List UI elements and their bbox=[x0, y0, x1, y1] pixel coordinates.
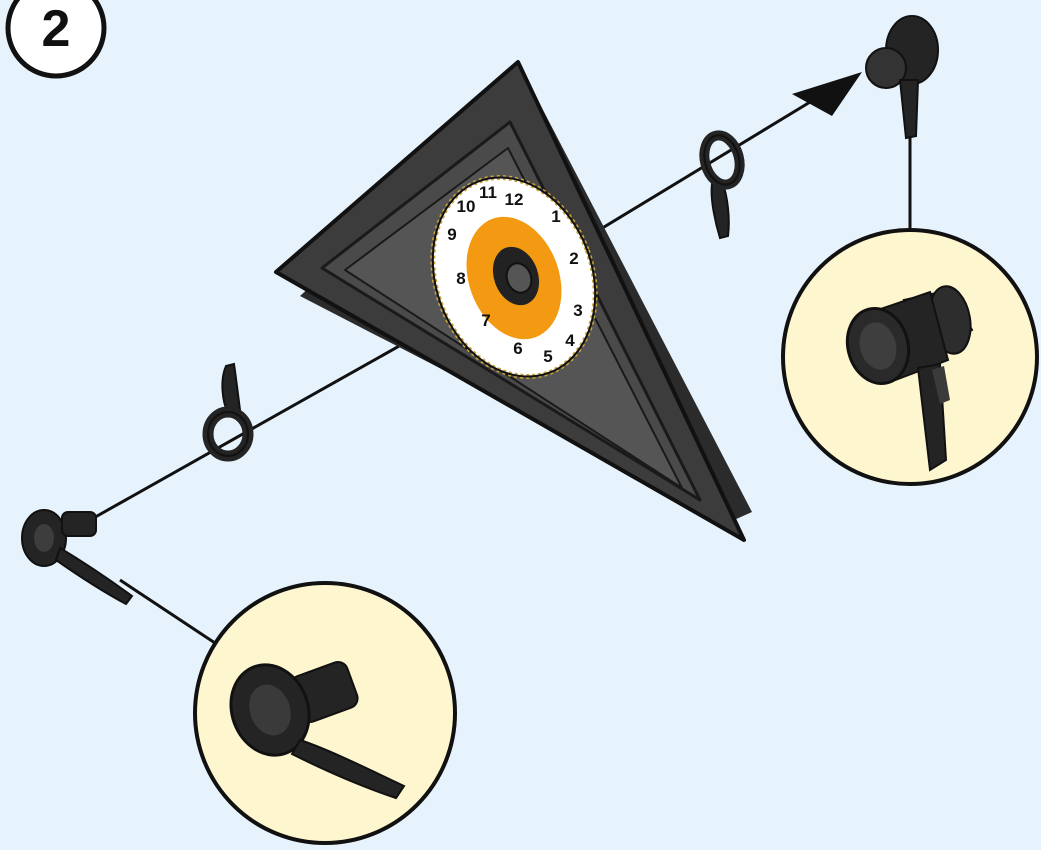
upper-pin-hand bbox=[900, 80, 918, 138]
upper-zoom-inset bbox=[783, 230, 1037, 484]
callout-line-lower bbox=[120, 580, 218, 645]
dial-number-8: 8 bbox=[456, 269, 465, 288]
lower-pin-cap-center bbox=[34, 524, 54, 552]
lower-pin-hand bbox=[56, 548, 132, 604]
lower-ring-tail bbox=[222, 364, 240, 414]
dial-number-6: 6 bbox=[513, 339, 522, 358]
dial-number-11: 11 bbox=[479, 183, 497, 202]
dial-number-3: 3 bbox=[573, 301, 582, 320]
step-number: 2 bbox=[42, 0, 71, 58]
upper-ring-loop bbox=[699, 131, 745, 188]
lower-hand-pin-icon bbox=[22, 510, 132, 604]
dial-number-7: 7 bbox=[481, 311, 490, 330]
lower-zoom-inset bbox=[195, 583, 455, 843]
lower-pin-barrel bbox=[62, 512, 96, 536]
upper-ring-tail bbox=[712, 182, 729, 238]
dial-number-9: 9 bbox=[447, 225, 456, 244]
dial-number-4: 4 bbox=[565, 331, 575, 350]
upper-hand-pin-icon bbox=[866, 16, 938, 138]
dial-number-12: 12 bbox=[505, 190, 524, 209]
dial-number-10: 10 bbox=[457, 197, 476, 216]
step-badge: 2 bbox=[8, 0, 104, 76]
dial-number-2: 2 bbox=[569, 249, 578, 268]
dial-number-5: 5 bbox=[543, 347, 552, 366]
dial-number-1: 1 bbox=[551, 207, 560, 226]
upper-hand-ring-icon bbox=[699, 131, 745, 238]
arrow-head-icon bbox=[792, 72, 862, 116]
